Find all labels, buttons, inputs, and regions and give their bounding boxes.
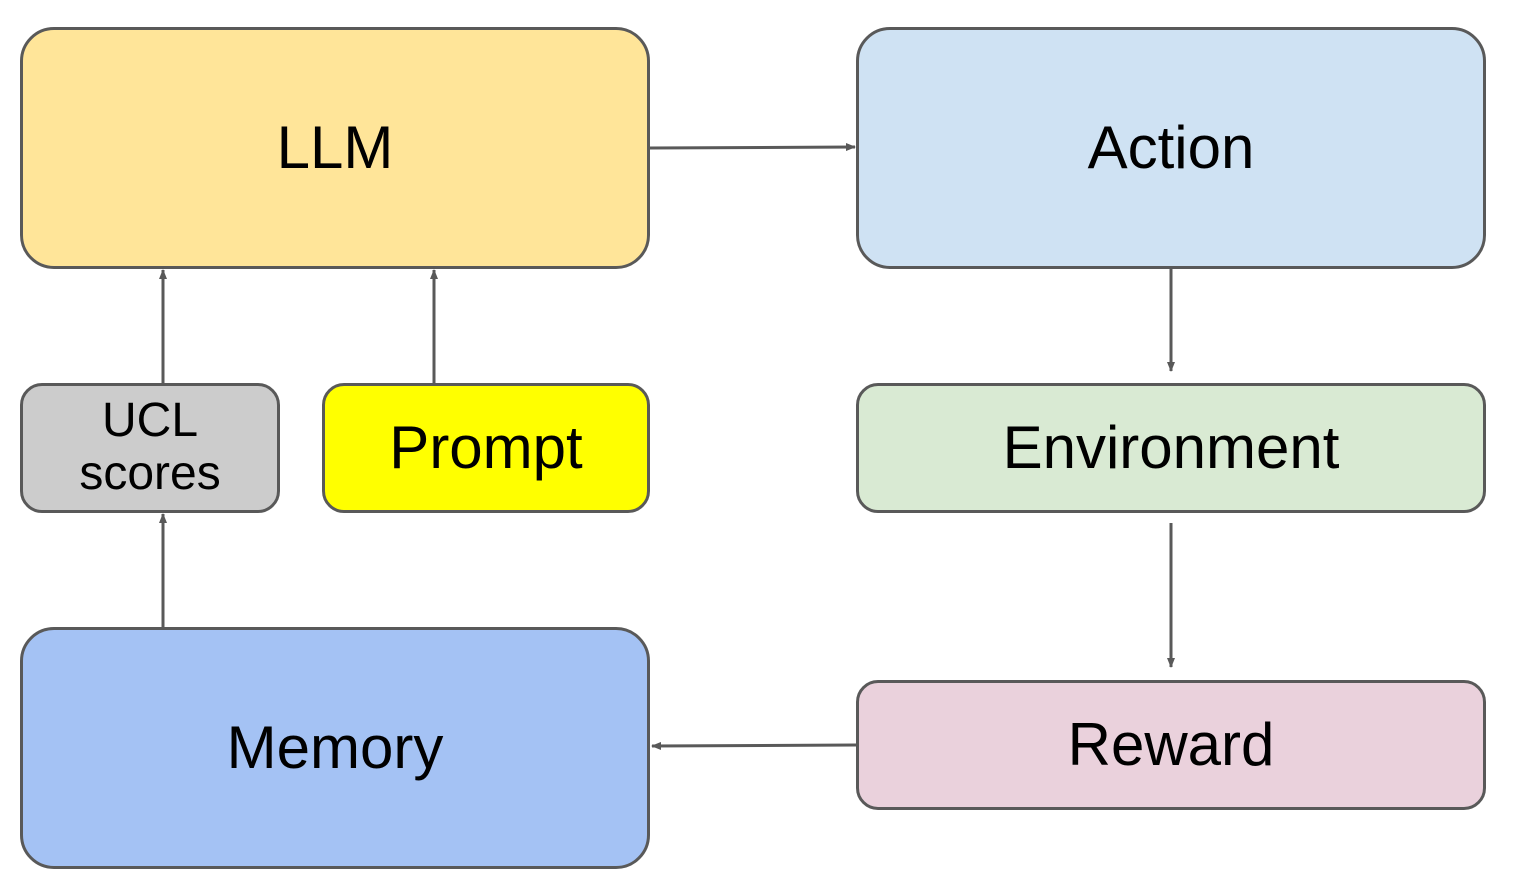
ucl-label-line2: scores: [79, 447, 221, 500]
prompt-label: Prompt: [389, 414, 583, 481]
reward-label: Reward: [1067, 711, 1275, 778]
ucl-scores-node: UCL scores: [20, 383, 280, 513]
llm-node: LLM: [20, 27, 650, 269]
memory-node: Memory: [20, 627, 650, 869]
ucl-label-line1: UCL: [101, 394, 199, 448]
environment-node: Environment: [856, 383, 1486, 513]
memory-label: Memory: [226, 714, 444, 781]
llm-label: LLM: [276, 114, 394, 181]
action-label: Action: [1087, 114, 1255, 181]
environment-label: Environment: [1002, 414, 1340, 481]
reward-node: Reward: [856, 680, 1486, 810]
action-node: Action: [856, 27, 1486, 269]
arrow-llm-to-action: [649, 143, 856, 152]
arrow-reward-to-memory: [651, 741, 857, 750]
prompt-node: Prompt: [322, 383, 650, 513]
ucl-scores-label: UCL scores: [79, 394, 221, 501]
